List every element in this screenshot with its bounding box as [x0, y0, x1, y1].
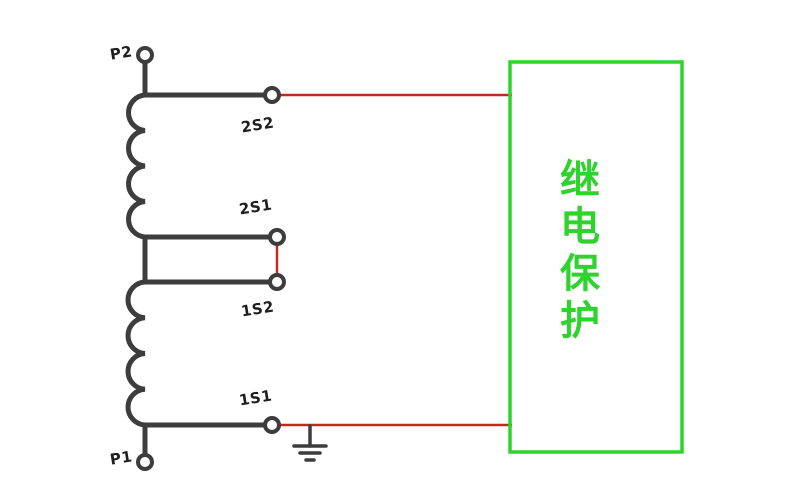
terminal-1s2: [268, 273, 286, 291]
relay-box-label: 继电保护: [553, 158, 599, 346]
terminal-1s1: [263, 416, 281, 434]
terminal-p2: [136, 46, 154, 64]
relay-protection-box: [508, 60, 684, 454]
primary-conductor-with-windings: [125, 59, 148, 458]
label-p2: P2: [108, 42, 134, 64]
terminal-p1: [136, 453, 154, 471]
ground-symbol: [292, 424, 328, 462]
terminal-2s1: [268, 228, 286, 246]
terminal-2s2: [263, 86, 281, 104]
label-p1: P1: [108, 447, 134, 469]
